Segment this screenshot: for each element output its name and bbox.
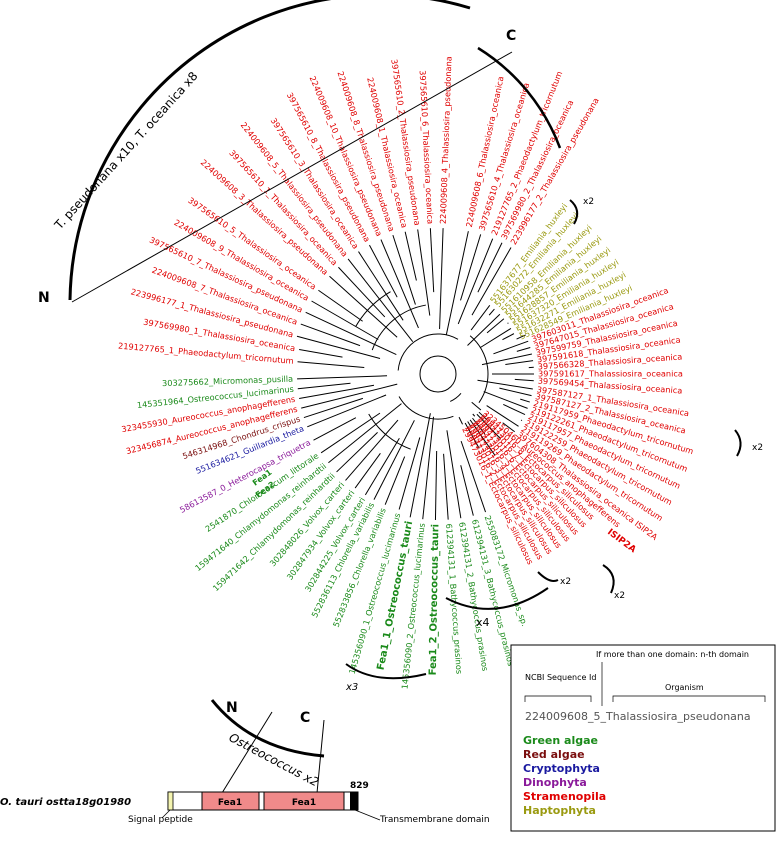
- tree-branch: [301, 324, 360, 346]
- legend-header: If more than one domain: n-th domain: [596, 650, 749, 659]
- tree-branch: [345, 420, 397, 480]
- n-bottom-label: N: [226, 700, 238, 716]
- leaf-label: 224009608_4_Thalassiosira_pseudonana: [438, 56, 454, 224]
- isip2a-label: ISIP2A: [605, 527, 637, 555]
- fea1-label-2: Fea1: [292, 798, 316, 808]
- internal-branch-arc: [369, 414, 411, 449]
- tree-branch: [298, 362, 365, 368]
- tree-branch: [487, 319, 504, 333]
- n-top-label: N: [38, 290, 50, 306]
- tree-branch: [499, 388, 531, 395]
- tree-branch: [297, 336, 380, 358]
- tree-branch: [314, 418, 356, 441]
- tree-branch: [299, 350, 342, 358]
- internal-branch-arc: [399, 397, 453, 420]
- transmembrane-box: [350, 792, 358, 810]
- bracket-x2-c: [603, 565, 614, 593]
- tree-branch: [517, 348, 530, 352]
- tree-leaves: 224009608_6_Thalassiosira_oceanica397565…: [118, 56, 695, 690]
- tree-branch: [410, 413, 430, 517]
- x4-label: x4: [476, 616, 490, 629]
- leaf-label: 397565610_6_Thalassiosira_oceanica: [418, 70, 436, 224]
- leaf-label: Fea1_2_Ostreococcus_tauri: [428, 524, 442, 676]
- tm-label: Transmembrane domain: [379, 815, 490, 825]
- tree-branch: [473, 414, 475, 416]
- tree-branch: [508, 323, 509, 324]
- tree-branch: [355, 453, 380, 488]
- ostreococcus-label: Ostreococcus x2: [227, 730, 322, 789]
- length-label: 829: [350, 781, 369, 791]
- legend-item: Cryptophyta: [523, 762, 600, 775]
- top-arc-label: T. pseudonana x10, T. oceanica x8: [51, 69, 200, 233]
- c-top-label: C: [506, 28, 516, 44]
- legend-organism: Organism: [665, 683, 704, 692]
- tree-branch: [461, 465, 474, 515]
- legend-item: Stramenopila: [523, 790, 606, 803]
- legend: If more than one domain: n-th domain NCB…: [511, 645, 775, 831]
- legend-example-id: 224009608_5_: [525, 710, 606, 723]
- tree-branch: [515, 379, 534, 380]
- legend-example-org: Thalassiosira_pseudonana: [605, 710, 751, 723]
- tree-branch: [440, 228, 444, 329]
- internal-branch-arc: [356, 292, 391, 327]
- tree-branch: [385, 457, 404, 505]
- tree-branch: [306, 312, 397, 354]
- x2-a-label: x2: [583, 197, 594, 207]
- x2-b-label: x2: [752, 443, 763, 453]
- legend-item: Green algae: [523, 734, 598, 747]
- tree-branch: [423, 417, 434, 519]
- x3-label: x3: [345, 682, 358, 693]
- internal-branch-arc: [398, 334, 458, 371]
- internal-branch-arc: [450, 393, 461, 401]
- x2-c-label: x2: [614, 591, 625, 601]
- c-bottom-label: C: [300, 710, 310, 726]
- signal-peptide-box: [168, 792, 173, 810]
- tree-branch: [502, 334, 513, 340]
- tree-branch: [358, 252, 403, 321]
- legend-item: Haptophyta: [523, 804, 596, 817]
- tree-branch: [321, 413, 380, 453]
- root-loop: [420, 356, 456, 392]
- tree-branch: [461, 234, 481, 300]
- tree-branch: [505, 361, 533, 365]
- tree-branch: [467, 314, 499, 345]
- fea1-label-1: Fea1: [218, 798, 242, 808]
- legend-example: 224009608_5_Thalassiosira_pseudonana: [525, 710, 751, 723]
- tree-branch: [405, 232, 416, 281]
- tree-branch: [489, 309, 494, 315]
- tree-branch: [520, 399, 530, 402]
- bracket-x2-b: [735, 430, 741, 456]
- tree-branch: [459, 417, 463, 424]
- tree-branch: [348, 259, 413, 342]
- legend-ncbi: NCBI Sequence Id: [525, 673, 596, 682]
- bracket-x2-d: [538, 572, 558, 581]
- tree-branch: [493, 341, 528, 354]
- tree-branch: [374, 420, 414, 499]
- tree-branch: [447, 430, 461, 518]
- x2-d-label: x2: [560, 577, 571, 587]
- tree-branch: [418, 229, 430, 315]
- tm-pointer: [355, 810, 380, 820]
- tree-branch: [482, 354, 532, 365]
- tree-branch: [435, 451, 436, 520]
- tree-branch: [444, 454, 449, 520]
- tree-branch: [318, 290, 362, 321]
- tree-branch: [298, 383, 351, 389]
- legend-item: Red algae: [523, 748, 585, 761]
- signal-label: Signal peptide: [128, 815, 193, 825]
- tree-branch: [446, 231, 468, 335]
- tree-branch: [430, 228, 433, 292]
- protein-name: O. tauri ostta18g01980: [0, 797, 131, 808]
- tree-branch: [472, 402, 481, 410]
- tree-branch: [297, 376, 387, 379]
- legend-item: Dinophyta: [523, 776, 587, 789]
- domain-diagram: O. tauri ostta18g01980 Fea1 Fea1 829 Sig…: [0, 781, 490, 825]
